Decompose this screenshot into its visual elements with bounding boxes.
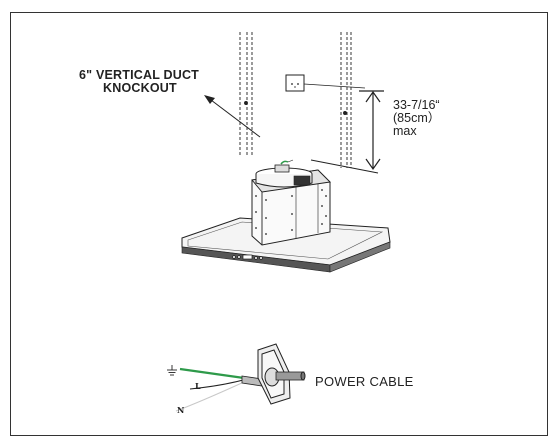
wall-plug-icon (257, 343, 306, 405)
height-imperial: 33-7/16“ (393, 98, 440, 112)
wall-outlet-icon (285, 74, 366, 92)
duct-label-line1: 6" VERTICAL DUCT (79, 68, 200, 82)
ground-symbol-icon (167, 365, 177, 376)
control-panel (232, 254, 263, 260)
power-cable-detail (167, 343, 306, 412)
neutral-wire-label: N (177, 405, 185, 415)
live-wire-label: L (195, 381, 201, 391)
duct-knockout-arrow (204, 95, 261, 138)
right-wall-rail (340, 32, 352, 168)
duct-knockout-label: 6" VERTICAL DUCT KNOCKOUT (79, 68, 200, 96)
range-hood (181, 159, 391, 273)
height-dimension-arrow (310, 90, 384, 174)
motor-unit (255, 159, 313, 188)
duct-label-line2: KNOCKOUT (103, 81, 177, 96)
left-wall-rail (239, 32, 253, 157)
power-cable-label: POWER CABLE (315, 374, 414, 389)
height-metric: (85cm） (393, 111, 441, 126)
max-height-label: 33-7/16“ (85cm） max (393, 98, 441, 139)
height-max: max (393, 124, 417, 139)
